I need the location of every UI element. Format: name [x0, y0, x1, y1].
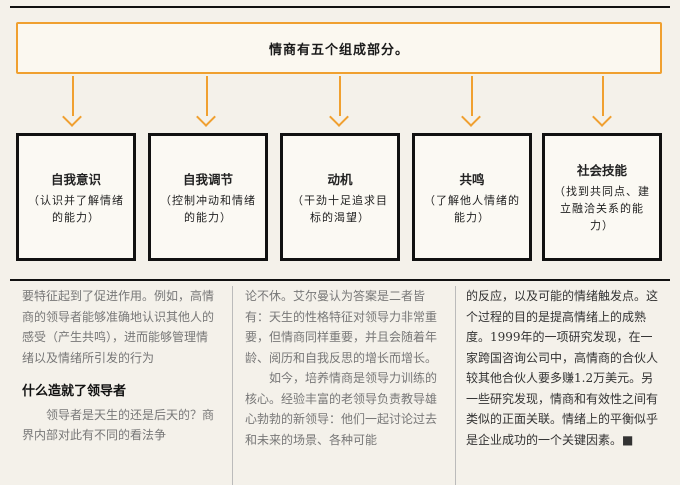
- paragraph: 论不休。艾尔曼认为答案是二者皆有：天生的性格特征对领导力非常重要，但情商同样重要…: [245, 289, 438, 365]
- paragraph: 领导者是天生的还是后天的？商界内部对此有不同的看法争: [22, 407, 215, 443]
- main-concept-box: 情商有五个组成部分。: [16, 22, 662, 74]
- component-title: 社会技能: [576, 163, 627, 178]
- arrow-down-icon: [196, 76, 217, 128]
- component-motivation: 动机 （干劲十足追求目标的渴望）: [280, 133, 400, 261]
- component-empathy: 共鸣 （了解他人情绪的能力）: [412, 133, 532, 261]
- component-self-awareness: 自我意识 （认识并了解情绪的能力）: [16, 133, 136, 261]
- component-desc: （干劲十足追求目标的渴望）: [292, 193, 388, 224]
- component-desc: （了解他人情绪的能力）: [424, 193, 520, 224]
- article-column-1: 要特征起到了促进作用。例如，高情商的领导者能够准确地认识其他人的感受（产生共鸣）…: [22, 286, 218, 446]
- paragraph: 的反应，以及可能的情绪触发点。这个过程的目的是提高情绪上的成熟度。1999年的一…: [466, 289, 659, 447]
- component-self-regulation: 自我调节 （控制冲动和情绪的能力）: [148, 133, 268, 261]
- component-social-skills: 社会技能 （找到共同点、建立融洽关系的能力）: [542, 133, 662, 261]
- arrow-down-icon: [461, 76, 482, 128]
- paragraph: 要特征起到了促进作用。例如，高情商的领导者能够准确地认识其他人的感受（产生共鸣）…: [22, 289, 215, 365]
- main-concept-text: 情商有五个组成部分。: [268, 42, 409, 58]
- arrow-down-icon: [592, 76, 613, 128]
- component-title: 自我调节: [182, 171, 233, 187]
- article-column-3: 的反应，以及可能的情绪触发点。这个过程的目的是提高情绪上的成熟度。1999年的一…: [466, 286, 664, 450]
- arrow-down-icon: [62, 76, 83, 128]
- section-heading: 什么造就了领导者: [22, 384, 127, 399]
- arrow-down-icon: [329, 76, 350, 128]
- paragraph: 如今，培养情商是领导力训练的核心。经验丰富的老领导负责教导雄心勃勃的新领导：他们…: [245, 371, 438, 447]
- component-desc: （认识并了解情绪的能力）: [28, 193, 124, 224]
- article-column-2: 论不休。艾尔曼认为答案是二者皆有：天生的性格特征对领导力非常重要，但情商同样重要…: [245, 286, 441, 450]
- section-divider: [10, 279, 670, 281]
- component-title: 共鸣: [459, 171, 485, 187]
- column-divider: [455, 286, 456, 485]
- top-rule: [10, 6, 670, 8]
- column-divider: [232, 286, 233, 485]
- component-title: 自我意识: [50, 171, 101, 187]
- component-desc: （找到共同点、建立融洽关系的能力）: [554, 185, 650, 232]
- component-desc: （控制冲动和情绪的能力）: [160, 193, 256, 224]
- component-title: 动机: [327, 171, 353, 187]
